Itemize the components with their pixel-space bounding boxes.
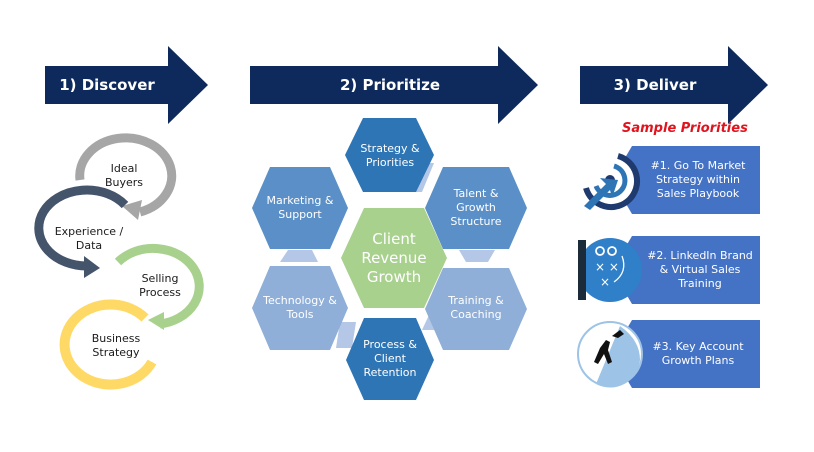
connector <box>280 250 318 262</box>
cycle-arc-ideal-buyers <box>75 133 177 220</box>
hex-label-process: Process & Client Retention <box>363 338 417 379</box>
cycle-arc-business-strategy <box>59 299 157 390</box>
cycle-arc-experience-data <box>34 185 129 278</box>
hex-marketing-support <box>252 167 348 249</box>
climbers-icon <box>577 321 643 388</box>
step-arrow-deliver <box>580 46 768 124</box>
priority-label-1: #1. Go To Market Strategy within Sales P… <box>650 159 746 200</box>
priority-box-2 <box>612 236 760 304</box>
priority-box-1 <box>612 146 760 214</box>
hex-center-client-revenue <box>341 208 447 308</box>
hex-label-strategy: Strategy & Priorities <box>360 142 420 169</box>
priority-box-3 <box>612 320 760 388</box>
connector <box>336 322 356 348</box>
svg-text:× ×: × × <box>595 260 619 274</box>
sample-priorities-heading: Sample Priorities <box>622 121 748 136</box>
connector <box>459 250 495 262</box>
step-arrow-discover <box>45 46 208 124</box>
hex-process-retention <box>346 318 434 400</box>
hex-technology-tools <box>252 266 348 350</box>
hex-strategy-priorities <box>345 118 434 192</box>
cycle-label-selling-process: Selling Process <box>139 272 181 299</box>
svg-text:×: × <box>600 275 610 289</box>
priority-label-3: #3. Key Account Growth Plans <box>652 340 744 367</box>
hex-label-marketing: Marketing & Support <box>266 194 334 221</box>
hex-label-training: Training & Coaching <box>448 294 504 321</box>
playbook-icon: × × × <box>578 238 642 302</box>
cycle-label-business-strategy: Business Strategy <box>91 332 141 359</box>
step-label-discover: 1) Discover <box>59 76 155 94</box>
hex-training-coaching <box>425 268 527 350</box>
hex-label-technology: Technology & Tools <box>263 294 337 321</box>
cycle-arc-selling-process <box>114 243 204 330</box>
hex-label-talent: Talent & Growth Structure <box>450 187 502 228</box>
step-label-prioritize: 2) Prioritize <box>339 76 441 94</box>
cycle-label-experience-data: Experience / Data <box>54 225 124 252</box>
target-icon <box>582 152 641 211</box>
hex-label-center: Client Revenue Growth <box>361 229 427 286</box>
step-label-deliver: 3) Deliver <box>613 76 697 94</box>
cycle-label-ideal-buyers: Ideal Buyers <box>104 162 144 189</box>
step-arrow-prioritize <box>250 46 538 124</box>
priority-label-2: #2. LinkedIn Brand & Virtual Sales Train… <box>647 249 753 290</box>
hex-talent-growth <box>425 167 527 249</box>
